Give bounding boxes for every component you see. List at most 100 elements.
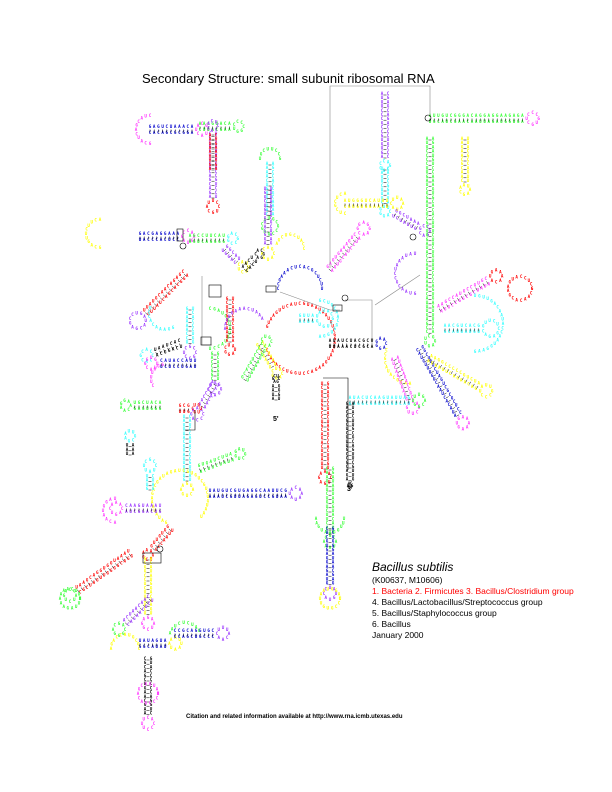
base-pair-bar — [418, 349, 422, 351]
nucleotide-mark: U — [477, 288, 480, 293]
nucleotide-mark: A — [143, 231, 146, 236]
nucleotide-mark: U — [222, 248, 225, 253]
nucleotide-mark: A — [192, 407, 195, 412]
nucleotide-mark: A — [422, 233, 425, 238]
nucleotide-mark: C — [426, 329, 429, 334]
nucleotide-mark: A — [345, 242, 348, 247]
nucleotide-mark: U — [183, 414, 186, 419]
nucleotide-mark: U — [412, 398, 415, 403]
nucleotide-mark: G — [294, 371, 297, 376]
nucleotide-mark: C — [192, 319, 195, 324]
nucleotide-mark: G — [82, 587, 85, 592]
nucleotide-mark: C — [205, 390, 208, 395]
nucleotide-mark: A — [63, 588, 66, 593]
nucleotide-mark: A — [131, 324, 134, 329]
nucleotide-mark: U — [192, 331, 195, 336]
nucleotide-mark: U — [430, 359, 433, 364]
nucleotide-mark: U — [426, 228, 429, 233]
base-pair-bar — [243, 379, 247, 381]
nucleotide-mark: A — [427, 359, 430, 364]
nucleotide-mark: G — [346, 472, 349, 477]
nucleotide-mark: A — [528, 294, 531, 299]
nucleotide-mark: C — [209, 131, 212, 136]
nucleotide-mark: G — [346, 418, 349, 423]
nucleotide-mark: G — [186, 481, 189, 486]
nucleotide-mark: G — [319, 298, 322, 303]
nucleotide-mark: G — [496, 330, 499, 335]
nucleotide-mark: U — [307, 313, 310, 318]
diagram-title: Secondary Structure: small subunit ribos… — [142, 71, 435, 86]
base-pair-bar — [449, 302, 452, 306]
nucleotide-mark: A — [150, 556, 153, 561]
nucleotide-mark: A — [224, 322, 227, 327]
nucleotide-mark: U — [381, 104, 384, 109]
nucleotide-mark: A — [424, 398, 427, 403]
nucleotide-mark: U — [143, 463, 146, 468]
nucleotide-mark: U — [152, 478, 155, 483]
nucleotide-mark: C — [94, 244, 97, 249]
long-range-line — [323, 377, 349, 470]
nucleotide-mark: U — [202, 462, 205, 467]
nucleotide-mark: G — [87, 239, 90, 244]
nucleotide-mark: C — [160, 351, 163, 356]
nucleotide-mark: G — [405, 397, 408, 402]
nucleotide-mark: A — [327, 423, 330, 428]
nucleotide-mark: U — [355, 239, 358, 244]
long-range-line — [329, 85, 431, 268]
nucleotide-mark: U — [319, 596, 322, 601]
nucleotide-mark: U — [326, 529, 329, 534]
nucleotide-mark: C — [261, 221, 264, 226]
nucleotide-mark: G — [96, 570, 99, 575]
nucleotide-mark: G — [337, 527, 340, 532]
nucleotide-mark: C — [346, 422, 349, 427]
nucleotide-mark: G — [537, 116, 540, 121]
base-pair-bar — [168, 288, 172, 292]
nucleotide-mark: A — [438, 365, 441, 370]
nucleotide-mark: C — [272, 195, 275, 200]
nucleotide-mark: C — [148, 314, 151, 319]
nucleotide-mark: A — [221, 342, 224, 347]
nucleotide-mark: U — [225, 453, 228, 458]
nucleotide-mark: A — [166, 534, 169, 539]
nucleotide-mark: C — [109, 506, 112, 511]
nucleotide-mark: A — [209, 194, 212, 199]
nucleotide-mark: U — [336, 195, 339, 200]
base-pair-bar — [157, 300, 160, 303]
nucleotide-mark: C — [333, 328, 336, 333]
nucleotide-mark: A — [327, 410, 330, 415]
base-pair-bar — [350, 243, 353, 246]
nucleotide-mark: A — [502, 321, 505, 326]
nucleotide-mark: A — [157, 691, 160, 696]
nucleotide-mark: U — [144, 594, 147, 599]
nucleotide-mark: A — [111, 502, 114, 507]
nucleotide-mark: U — [157, 691, 160, 696]
nucleotide-mark: A — [272, 313, 275, 318]
nucleotide-mark: G — [454, 113, 457, 118]
nucleotide-mark: G — [451, 395, 454, 400]
nucleotide-mark: U — [144, 681, 147, 686]
nucleotide-mark: U — [433, 377, 436, 382]
nucleotide-mark: A — [144, 706, 147, 711]
base-pair-bar — [436, 362, 439, 366]
nucleotide-mark: C — [197, 131, 200, 136]
lineage-line-6: 6. Bacillus — [372, 619, 574, 630]
nucleotide-mark: G — [321, 436, 324, 441]
base-pair-bar — [252, 259, 256, 263]
nucleotide-mark: C — [217, 355, 220, 360]
nucleotide-mark: G — [234, 488, 237, 493]
nucleotide-mark: A — [151, 638, 154, 643]
nucleotide-mark: U — [321, 527, 324, 532]
nucleotide-mark: G — [63, 593, 66, 598]
nucleotide-mark: U — [332, 487, 335, 492]
nucleotide-mark: G — [456, 323, 459, 328]
nucleotide-mark: U — [400, 218, 403, 223]
nucleotide-mark: G — [166, 524, 169, 529]
nucleotide-mark: U — [144, 590, 147, 595]
nucleotide-mark: C — [232, 250, 235, 255]
nucleotide-mark: G — [332, 547, 335, 552]
helix-group: CGAACGAUGCCUGACAGAGCAAUUACUACGGCAUCAGCAU… — [59, 91, 541, 732]
nucleotide-mark: A — [272, 207, 275, 212]
nucleotide-mark: A — [399, 363, 402, 368]
nucleotide-mark: U — [348, 198, 351, 203]
nucleotide-mark: C — [154, 483, 157, 488]
